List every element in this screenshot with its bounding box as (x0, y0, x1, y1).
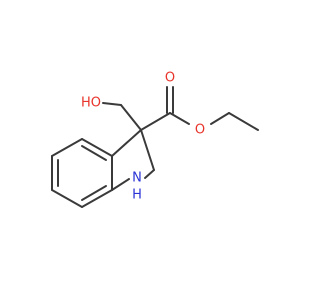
bond-network (51, 86, 259, 208)
bond-c3-carbonyl (140, 112, 171, 131)
carbonyl-oxygen-label: O (165, 71, 175, 86)
bond-c3-ch2 (120, 104, 142, 131)
bond-c3-c2 (140, 129, 155, 171)
bond-c6-c7-inner (81, 185, 107, 201)
bond-carbonyl-o-ether (169, 112, 190, 125)
bond-c3a-c3 (111, 129, 142, 157)
bond-c6-c7 (81, 189, 113, 208)
ether-oxygen-label: O (195, 123, 205, 138)
bond-c2-n1 (144, 169, 155, 179)
bond-ch2-ch3 (228, 112, 259, 131)
bond-c7a-c3a-inner (81, 145, 107, 161)
bond-n1-c7a (111, 178, 130, 191)
bond-c5-c6 (51, 189, 83, 208)
amine-h-label: H (132, 188, 142, 203)
bond-ch2-oh (102, 102, 122, 106)
bond-c7a-c3a (81, 138, 113, 157)
atom-labels: HO O O N H (81, 71, 205, 203)
amine-n-label: N (132, 171, 142, 186)
molecule-structure: HO O O N H (51, 71, 259, 208)
bond-o-ch2 (210, 112, 230, 125)
bond-c3a-c4 (51, 138, 83, 157)
hydroxyl-label: HO (81, 96, 101, 111)
